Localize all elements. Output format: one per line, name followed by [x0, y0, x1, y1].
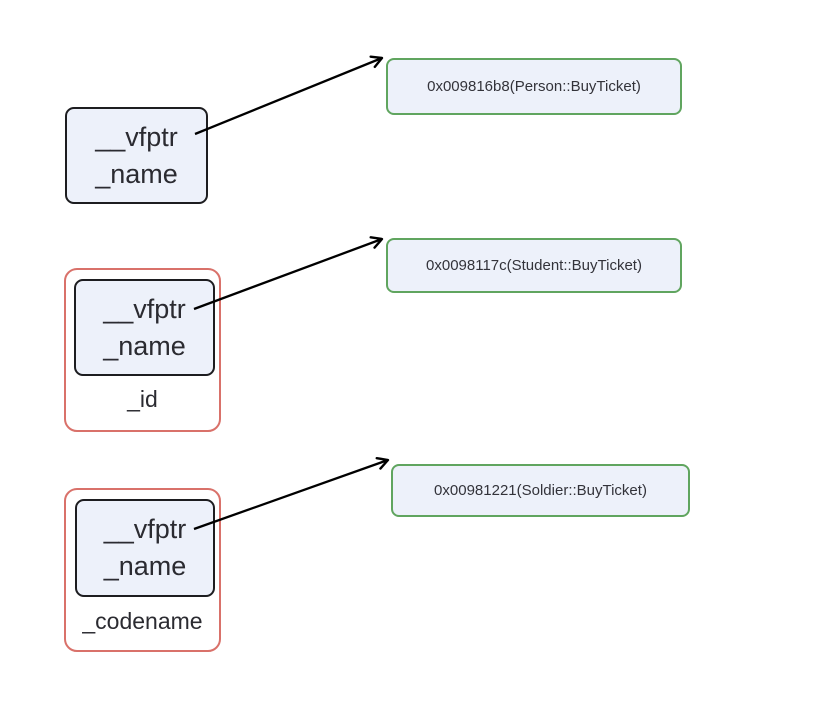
soldier-vtable-entry-box: 0x00981221(Soldier::BuyTicket) — [391, 464, 690, 517]
soldier-object-box: __vfptr _name — [75, 499, 215, 597]
soldier-vfptr-field: __vfptr — [103, 514, 187, 544]
soldier-vtable-entry-label: 0x00981221(Soldier::BuyTicket) — [434, 482, 647, 499]
soldier-vfptr-arrow — [193, 456, 390, 531]
student-id-label: _id — [127, 386, 158, 412]
student-vfptr-arrow — [193, 236, 384, 311]
student-name-field: _name — [103, 330, 186, 361]
student-vtable-entry-box: 0x0098117c(Student::BuyTicket) — [386, 238, 682, 293]
person-name-field: _name — [95, 158, 178, 189]
person-vtable-entry-label: 0x009816b8(Person::BuyTicket) — [427, 78, 641, 95]
soldier-name-field: _name — [103, 551, 187, 581]
soldier-derived-box: __vfptr _name _codename — [64, 488, 221, 652]
student-vfptr-field: __vfptr — [103, 293, 186, 324]
student-object-box: __vfptr _name — [74, 279, 215, 376]
person-object-box: __vfptr _name — [65, 107, 208, 204]
person-vfptr-arrow — [194, 55, 384, 136]
student-derived-box: __vfptr _name _id — [64, 268, 221, 432]
student-vtable-entry-label: 0x0098117c(Student::BuyTicket) — [426, 257, 642, 274]
person-vfptr-field: __vfptr — [95, 121, 178, 152]
soldier-codename-label: _codename — [82, 608, 203, 634]
person-vtable-entry-box: 0x009816b8(Person::BuyTicket) — [386, 58, 682, 115]
